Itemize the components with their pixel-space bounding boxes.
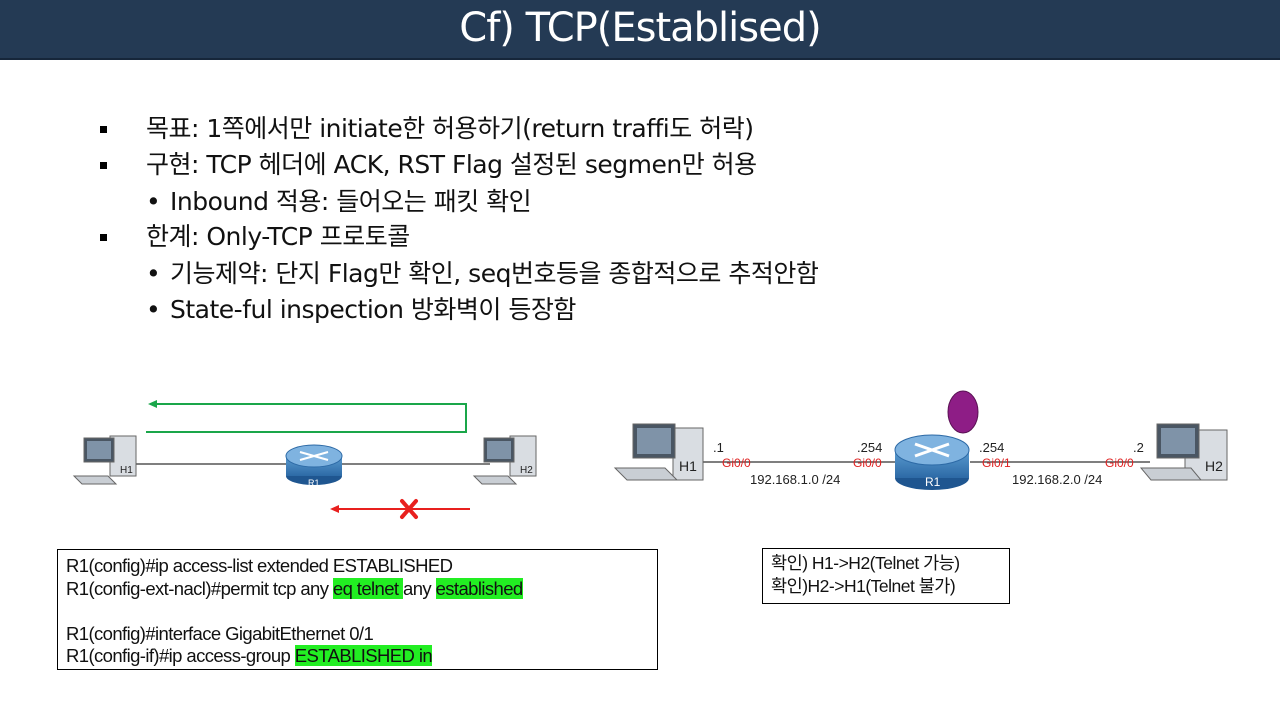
sub-bullet-stateful: State-ful inspection 방화벽이 등장함 [100,292,1200,328]
highlight-established-in: ESTABLISHED in [294,645,433,666]
network-left: 192.168.1.0 /24 [750,472,840,487]
r1-label: R1 [925,475,941,489]
sub-bullet-function-limit: 기능제약: 단지 Flag만 확인, seq번호등을 종합적으로 추적안함 [100,256,1200,292]
bullet-implementation: 구현: TCP 헤더에 ACK, RST Flag 설정된 segmen만 허용 [100,148,1200,181]
sub-bullet-inbound: Inbound 적용: 들어오는 패킷 확인 [100,184,1200,220]
marker-circle [947,390,979,434]
h1-ip: .1 [713,440,724,455]
highlight-eq-telnet: eq telnet [332,577,404,599]
r1-left-ip: .254 [857,440,882,455]
bullet-limitation: 한계: Only-TCP 프로토콜 [100,220,1200,253]
config-line-2: R1(config-ext-nacl)#permit tcp any eq te… [66,577,523,599]
return-traffic-arrow [146,403,467,433]
config-line-4: R1(config-if)#ip access-group ESTABLISHE… [66,645,433,666]
h2-ip: .2 [1133,440,1144,455]
config-box: R1(config)#ip access-list extended ESTAB… [57,549,658,670]
r1-left-interface: Gi0/0 [853,456,882,470]
note-line-2: 확인)H2->H1(Telnet 불가) [771,576,956,596]
r1-right-ip: .254 [979,440,1004,455]
h2-label: H2 [520,465,533,476]
host-h2-icon [472,435,537,485]
right-topology-diagram: H1 .1 Gi0/0 R1 .254 Gi0/0 .254 Gi0/1 192… [613,390,1228,490]
h2-interface: Gi0/0 [1105,456,1134,470]
verification-note-box: 확인) H1->H2(Telnet 가능) 확인)H2->H1(Telnet 불… [762,548,1010,604]
host-h2-icon [1139,423,1228,481]
note-line-1: 확인) H1->H2(Telnet 가능) [771,553,960,573]
bullet-list: 목표: 1쪽에서만 initiate한 허용하기(return traffi도 … [100,112,1200,328]
host-h1-icon [613,423,704,481]
h2-label: H2 [1205,458,1223,474]
router-r1-icon [894,434,970,490]
host-h1-icon [72,435,137,485]
left-topology-diagram: H1 R1 H2 [72,400,537,519]
config-line-1: R1(config)#ip access-list extended ESTAB… [66,555,453,576]
router-r1-icon [285,444,343,485]
config-line-3: R1(config)#interface GigabitEthernet 0/1 [66,622,374,644]
r1-right-interface: Gi0/1 [982,456,1011,470]
h1-label: H1 [120,465,133,476]
blocked-x-icon [400,499,418,519]
bullet-goal: 목표: 1쪽에서만 initiate한 허용하기(return traffi도 … [100,112,1200,145]
slide-title: Cf) TCP(Establised) [459,5,821,51]
r1-label: R1 [308,478,320,488]
highlight-established: established [435,577,523,599]
network-right: 192.168.2.0 /24 [1012,472,1102,487]
title-bar: Cf) TCP(Establised) [0,0,1280,60]
h1-interface: Gi0/0 [722,456,751,470]
h1-label: H1 [679,458,697,474]
